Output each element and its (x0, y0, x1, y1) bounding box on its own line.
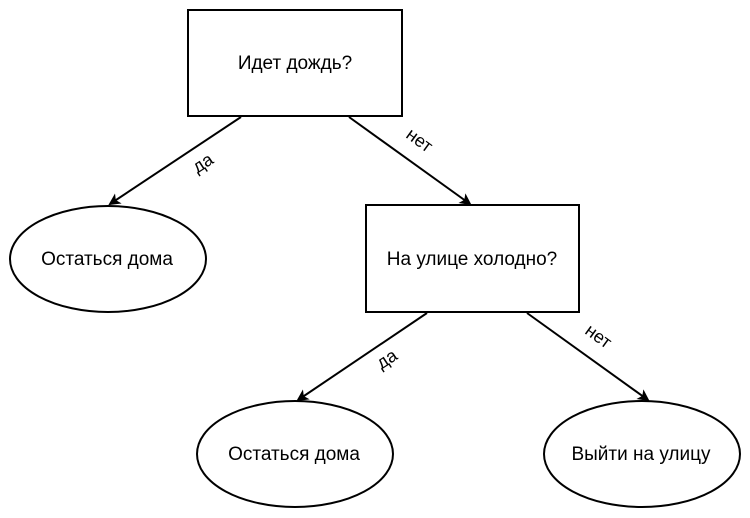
edge-cold-to-stay-home (296, 312, 428, 402)
node-stay-home-2-ellipse (196, 400, 394, 508)
node-stay-home-1-label: Остаться дома (41, 249, 173, 270)
node-go-outside: Выйти на улицу (543, 400, 741, 508)
edge-label-yes-2: да (373, 344, 402, 372)
edge-root-to-cold (348, 116, 472, 206)
node-is-it-cold-box (365, 204, 580, 313)
node-stay-home-2-label: Остаться дома (228, 444, 360, 465)
node-stay-home-2: Остаться дома (196, 400, 394, 508)
edge-label-no-2: нет (581, 320, 615, 352)
node-stay-home-1-ellipse (9, 205, 207, 313)
node-is-it-cold: На улице холодно? (365, 204, 580, 313)
node-is-it-raining-label: Идет дождь? (238, 53, 352, 74)
edge-label-yes-1: да (189, 148, 218, 176)
node-is-it-raining-box (187, 9, 403, 117)
edge-root-to-stay-home (108, 116, 242, 206)
node-is-it-raining: Идет дождь? (187, 9, 403, 117)
node-go-outside-label: Выйти на улицу (571, 444, 711, 465)
node-stay-home-1: Остаться дома (9, 205, 207, 313)
node-go-outside-ellipse (543, 400, 741, 508)
edge-label-no-1: нет (402, 124, 436, 156)
node-is-it-cold-label: На улице холодно? (387, 249, 557, 270)
edge-cold-to-go-out (526, 312, 650, 402)
